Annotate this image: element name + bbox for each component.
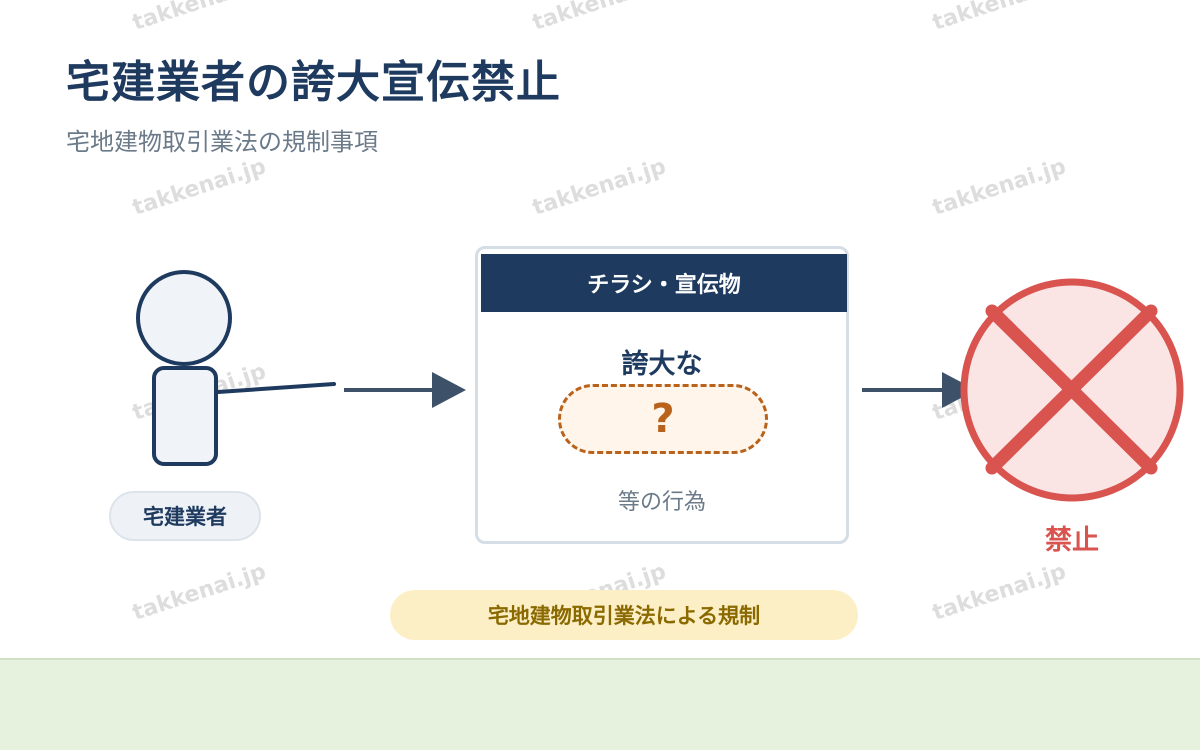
page-subtitle: 宅地建物取引業法の規制事項	[66, 128, 378, 156]
question-mark-icon: ?	[558, 384, 768, 454]
prohibited-label: 禁止	[1045, 525, 1099, 556]
law-regulation-badge: 宅地建物取引業法による規制	[390, 590, 858, 640]
prohibition-cross-icon	[960, 278, 1184, 502]
person-head-icon	[136, 270, 232, 366]
person-body-icon	[152, 366, 218, 466]
page-title: 宅建業者の誇大宣伝禁止	[66, 57, 561, 108]
flyer-exaggerated-label: 誇大な	[621, 349, 703, 380]
person-arm-line	[216, 382, 336, 394]
flyer-header: チラシ・宣伝物	[481, 254, 847, 312]
flyer-acts-label: 等の行為	[617, 490, 706, 515]
flyer-card: チラシ・宣伝物 誇大な ? 等の行為	[475, 246, 849, 544]
footer-band	[0, 658, 1200, 750]
arrow-right-icon	[344, 372, 466, 408]
actor-label: 宅建業者	[109, 491, 261, 541]
arrow-right-icon	[862, 372, 976, 408]
